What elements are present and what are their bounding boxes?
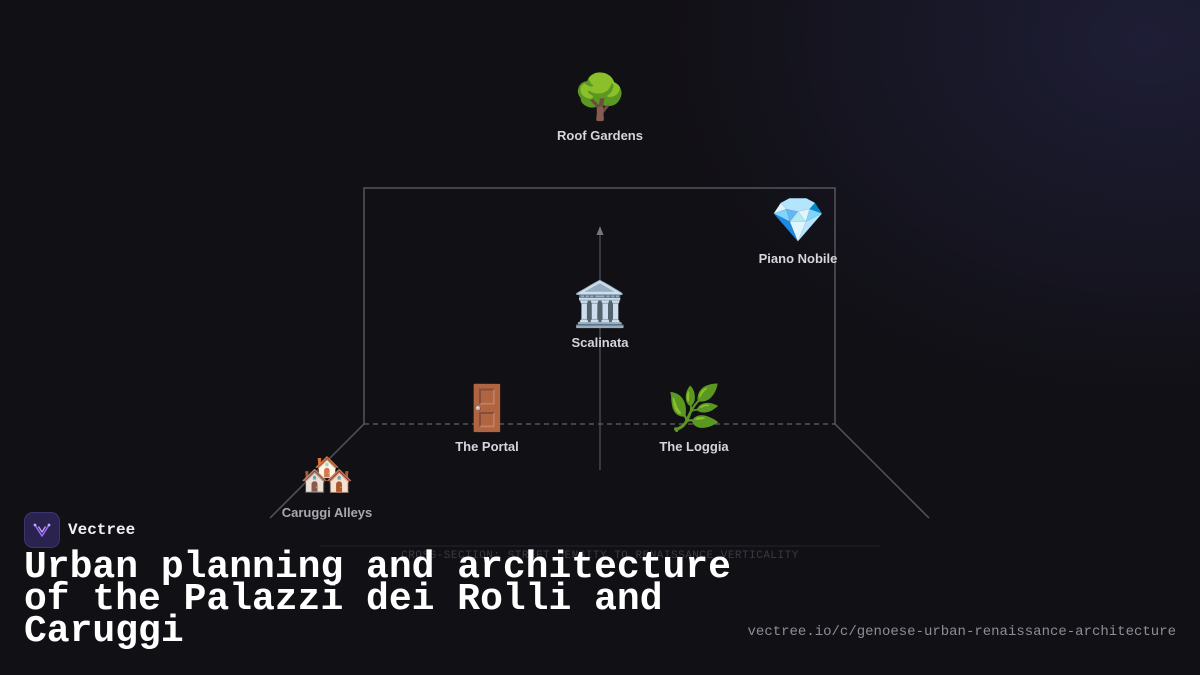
left-perspective-line [269, 423, 365, 519]
brand[interactable]: Vectree [24, 512, 135, 548]
node-scalinata[interactable]: 🏛️ Scalinata [520, 279, 680, 350]
node-label: Roof Gardens [557, 128, 643, 143]
node-loggia[interactable]: 🌿 The Loggia [614, 383, 774, 454]
gem-icon: 💎 [770, 195, 826, 246]
node-label: The Portal [455, 439, 519, 454]
node-label: Scalinata [571, 335, 629, 350]
door-icon: 🚪 [459, 383, 515, 434]
tree-icon: 🌳 [572, 72, 628, 123]
herb-icon: 🌿 [666, 383, 722, 434]
node-caruggi-alleys[interactable]: 🏘️ Caruggi Alleys [247, 449, 407, 520]
right-perspective-line [834, 423, 930, 519]
node-label: The Loggia [659, 439, 729, 454]
brand-name: Vectree [68, 521, 136, 539]
vertical-axis-arrow [596, 226, 604, 235]
classical-building-icon: 🏛️ [572, 279, 628, 330]
houses-icon: 🏘️ [299, 449, 355, 500]
node-label: Caruggi Alleys [281, 505, 373, 520]
node-portal[interactable]: 🚪 The Portal [407, 383, 567, 454]
node-piano-nobile[interactable]: 💎 Piano Nobile [718, 195, 878, 266]
frame-outline [363, 187, 836, 424]
node-label: Piano Nobile [758, 251, 838, 266]
vectree-logo-icon [24, 512, 60, 548]
page-title: Urban planning and architecture of the P… [24, 546, 731, 653]
node-roof-gardens[interactable]: 🌳 Roof Gardens [520, 72, 680, 143]
source-url[interactable]: vectree.io/c/genoese-urban-renaissance-a… [747, 624, 1176, 640]
axis-caption: CROSS-SECTION: STREET DENSITY TO RENAISS… [401, 550, 799, 562]
